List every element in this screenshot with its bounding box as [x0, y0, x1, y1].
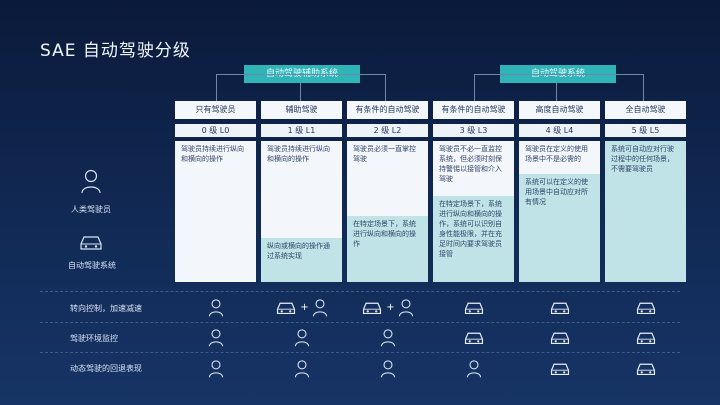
row-label-control: 转向控制，加速减速 [70, 304, 142, 313]
col-level-l0: 0 级 L0 [175, 124, 256, 137]
col-body-l4: 驾驶员在定义的使用场景中不是必需的 系统可以在定义的使用场景中自动应对所有情况 [519, 141, 600, 282]
col-header-l2: 有条件的自动驾驶 [347, 101, 428, 119]
person-icon [294, 359, 310, 378]
plus-icon: + [300, 301, 309, 313]
car-icon [549, 299, 571, 316]
system-role-text: 在特定场景下，系统进行纵向和横向的操作 [347, 216, 428, 282]
responsibility-cell [433, 357, 514, 379]
driver-role-text: 驾驶员不必一直监控系统，但必须时刻保持警惕以接管和介入驾驶 [439, 145, 502, 183]
plus-icon: + [386, 301, 395, 313]
responsibility-cell [175, 296, 256, 318]
row-divider [40, 322, 680, 323]
col-body-l3: 驾驶员不必一直监控系统，但必须时刻保持警惕以接管和介入驾驶 在特定场景下，系统进… [433, 141, 514, 282]
system-role-text: 纵向或横向的操作通过系统实现 [261, 238, 342, 282]
system-role-text: 系统可以在定义的使用场景中自动应对所有情况 [519, 174, 600, 282]
driver-role-text: 驾驶员在定义的使用场景中不是必需的 [525, 145, 588, 163]
person-icon [380, 328, 396, 347]
person-icon [294, 328, 310, 347]
col-header-l3: 有条件的自动驾驶 [433, 101, 514, 119]
person-icon [466, 359, 482, 378]
responsibility-cell [261, 326, 342, 348]
group-connector-right [474, 74, 644, 101]
driver-role-text: 驾驶员持续进行纵向和横向的操作 [181, 145, 244, 163]
col-body-l5: 系统可自动应对行驶过程中的任何场景，不需要驾驶员 [605, 141, 686, 282]
responsibility-cell [433, 296, 514, 318]
car-icon [463, 329, 485, 346]
responsibility-cell [347, 357, 428, 379]
person-icon [312, 298, 328, 317]
responsibility-cell [605, 296, 686, 318]
group-connector-left-mid [300, 83, 301, 101]
car-icon [549, 329, 571, 346]
responsibility-cell [519, 296, 600, 318]
system-role-text: 在特定场景下，系统进行纵向和横向的操作，系统可以识别自身性能极限，并在充足时间内… [433, 196, 514, 282]
car-icon [463, 299, 485, 316]
responsibility-cell [347, 326, 428, 348]
car-icon [635, 329, 657, 346]
person-icon [208, 359, 224, 378]
person-icon [208, 328, 224, 347]
col-body-l2: 驾驶员必须一直掌控驾驶 在特定场景下，系统进行纵向和横向的操作 [347, 141, 428, 282]
responsibility-cell [175, 357, 256, 379]
car-icon [78, 232, 104, 252]
page-title: SAE 自动驾驶分级 [40, 41, 191, 61]
responsibility-cell [605, 326, 686, 348]
car-icon [635, 299, 657, 316]
responsibility-cell [519, 357, 600, 379]
row-divider [40, 291, 680, 292]
group-connector-left [216, 74, 386, 101]
responsibility-cell: + [261, 296, 342, 318]
car-icon [275, 299, 297, 316]
col-level-l5: 5 级 L5 [605, 124, 686, 137]
col-level-l3: 3 级 L3 [433, 124, 514, 137]
col-body-l1: 驾驶员持续进行纵向和横向的操作 纵向或横向的操作通过系统实现 [261, 141, 342, 282]
human-driver-label: 人类驾驶员 [71, 205, 111, 214]
col-header-l1: 辅助驾驶 [261, 101, 342, 119]
person-icon [208, 298, 224, 317]
col-level-l2: 2 级 L2 [347, 124, 428, 137]
car-icon [361, 299, 383, 316]
row-label-fallback: 动态驾驶的回退表现 [70, 364, 142, 373]
row-divider [40, 352, 680, 353]
responsibility-cell [605, 357, 686, 379]
driver-role-text: 驾驶员持续进行纵向和横向的操作 [267, 145, 330, 163]
col-level-l1: 1 级 L1 [261, 124, 342, 137]
col-header-l0: 只有驾驶员 [175, 101, 256, 119]
car-icon [549, 360, 571, 377]
person-icon [398, 298, 414, 317]
car-icon [635, 360, 657, 377]
col-level-l4: 4 级 L4 [519, 124, 600, 137]
system-role-text: 系统可自动应对行驶过程中的任何场景，不需要驾驶员 [605, 141, 686, 282]
person-icon [80, 168, 102, 194]
group-connector-right-mid [556, 83, 557, 101]
responsibility-cell [261, 357, 342, 379]
responsibility-cell [175, 326, 256, 348]
row-label-monitoring: 驾驶环境监控 [70, 334, 118, 343]
driver-role-text: 驾驶员必须一直掌控驾驶 [353, 145, 416, 163]
auto-system-label: 自动驾驶系统 [68, 261, 116, 270]
person-icon [380, 359, 396, 378]
col-header-l4: 高度自动驾驶 [519, 101, 600, 119]
col-header-l5: 全自动驾驶 [605, 101, 686, 119]
responsibility-cell: + [347, 296, 428, 318]
responsibility-cell [433, 326, 514, 348]
responsibility-cell [519, 326, 600, 348]
col-body-l0: 驾驶员持续进行纵向和横向的操作 [175, 141, 256, 282]
